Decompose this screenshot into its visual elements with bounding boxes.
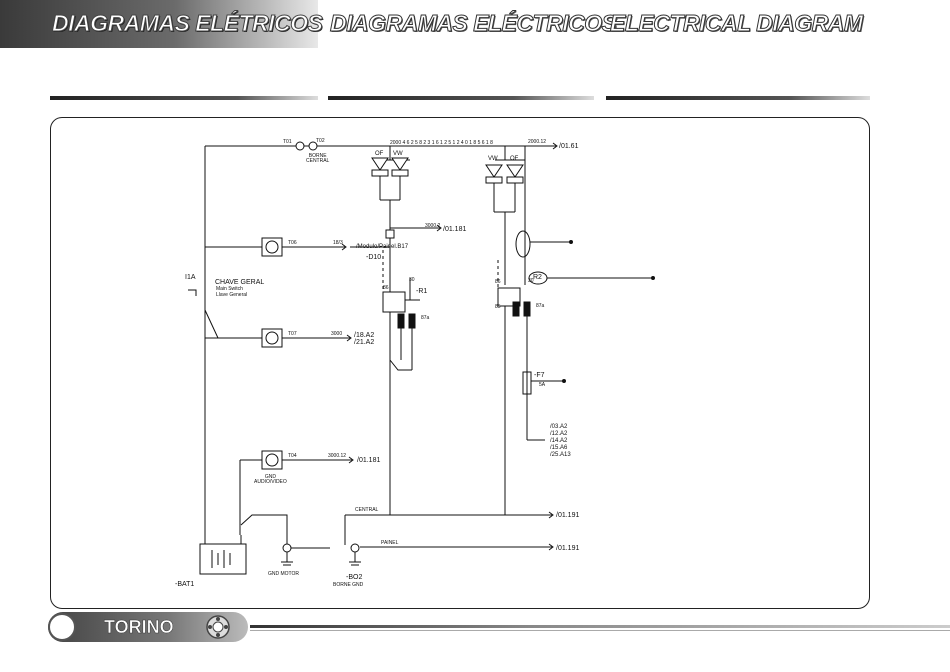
chave-geral-label: CHAVE GERAL [215,279,265,286]
top-wire-code: 2000.12 [528,139,547,145]
wire-18-3: 18/3 [333,240,343,246]
column-rule-3 [606,96,870,100]
r2-splice-marker [515,230,531,258]
r1-label: -R1 [416,288,428,295]
ref-12-a2: /12.A2 [550,431,568,437]
ref-21-a2: /21.A2 [354,339,375,346]
painel-label: PAINEL [381,540,399,546]
r2-pin-85: 85 [495,304,501,310]
f7-amp: 5A [539,382,546,388]
column-rule-2 [328,96,594,100]
bo2-label: -BO2 [346,574,363,581]
title-spanish: DIAGRAMAS ELÉCTRICOS [329,10,617,37]
relay-r1-vw-symbol [391,157,409,171]
title-english: ELECTRICAL DIAGRAM [610,10,864,37]
relay-r1-of-symbol [371,157,389,171]
r2-pin-30: 30 [528,278,534,284]
main-switch-label: Main Switch [216,286,243,292]
r1-pin-87: 87 [398,315,404,321]
r2-pin-87: 87 [513,303,519,309]
header-gradient-bar [0,0,318,48]
bat1-label: -BAT1 [175,581,195,588]
wire-3000-12: 3000.12 [328,453,347,459]
ref-15-a6: /15.A6 [550,445,568,451]
ref-14-a2: /14.A2 [550,438,568,444]
gnd-motor-terminal [282,543,292,553]
r2-pin-86: 86 [495,279,501,285]
footer-rule-thin [250,630,950,631]
ref-25-a13: /25.A13 [550,452,571,458]
relay-r1-vw-label: VW [393,151,403,157]
fuse-3000-label: 3000.2 [425,223,441,229]
top-wire-label: 2000 4 6 2 5 8 2 3 1 6 1 2 5 1 2 4 0 1 8… [390,140,493,146]
gnd-audio-label: GND AUDIO/VIDEO [254,474,287,485]
title-portuguese: DIAGRAMAS ELÉTRICOS [51,10,323,37]
gear-icon [206,615,230,639]
footer-circle-icon [48,613,76,641]
r1-pin-30: 30 [409,277,415,283]
pin-t01: T01 [283,139,292,145]
ref-01-191-b: /01.191 [556,545,580,552]
relay-r2-of-label: OF [510,156,519,162]
r1-pin-87a: 87a [421,315,430,321]
t06-label: T06 [288,240,297,246]
footer-rule [250,625,950,628]
relay-r2-vw-label: VW [488,156,498,162]
diagram-frame [50,117,870,609]
ref-03-a2: /03.A2 [550,424,568,430]
borne-central-terminal-2 [308,141,318,151]
model-name: TORINO [104,617,174,638]
pin-t02: T02 [316,138,325,144]
column-rule-1 [50,96,318,100]
r2-label: R2 [533,274,542,281]
battery-symbol [199,543,247,575]
ref-01-181-b: /01.181 [357,457,381,464]
d10-label: -D10 [366,254,382,261]
borne-gnd-terminal [350,543,360,553]
f7-label: -F7 [534,372,545,379]
relay-r2-vw-symbol [485,164,503,178]
relay-r1-coil [382,291,406,313]
borne-gnd-label: BORNE GND [333,582,364,588]
relay-r2-of-symbol [506,164,524,178]
borne-central-label: BORNE CENTRAL [306,153,330,164]
t04-label: T04 [288,453,297,459]
gnd-motor-label: GND MOTOR [268,571,300,577]
t07-label: T07 [288,331,297,337]
ref-01-61: /01.61 [559,143,579,150]
arrow-01-61 [552,142,558,150]
borne-central-terminal [295,141,305,151]
r1-pin-86: 86 [383,285,389,291]
relay-r1-of-label: OF [375,151,384,157]
central-label: CENTRAL [355,507,379,513]
r2-pin-87a: 87a [536,303,545,309]
wire-3000: 3000 [331,331,343,337]
ref-18-a2: /18.A2 [354,332,375,339]
ref-01-181-a: /01.181 [443,226,467,233]
modulo-painel-ref: /Modulo/Painel.B17 [356,244,409,250]
llave-general-label: Llave General [216,292,248,298]
connector-d10 [385,229,395,239]
i1a-label: I1A [185,274,196,281]
ref-01-191-a: /01.191 [556,512,580,519]
